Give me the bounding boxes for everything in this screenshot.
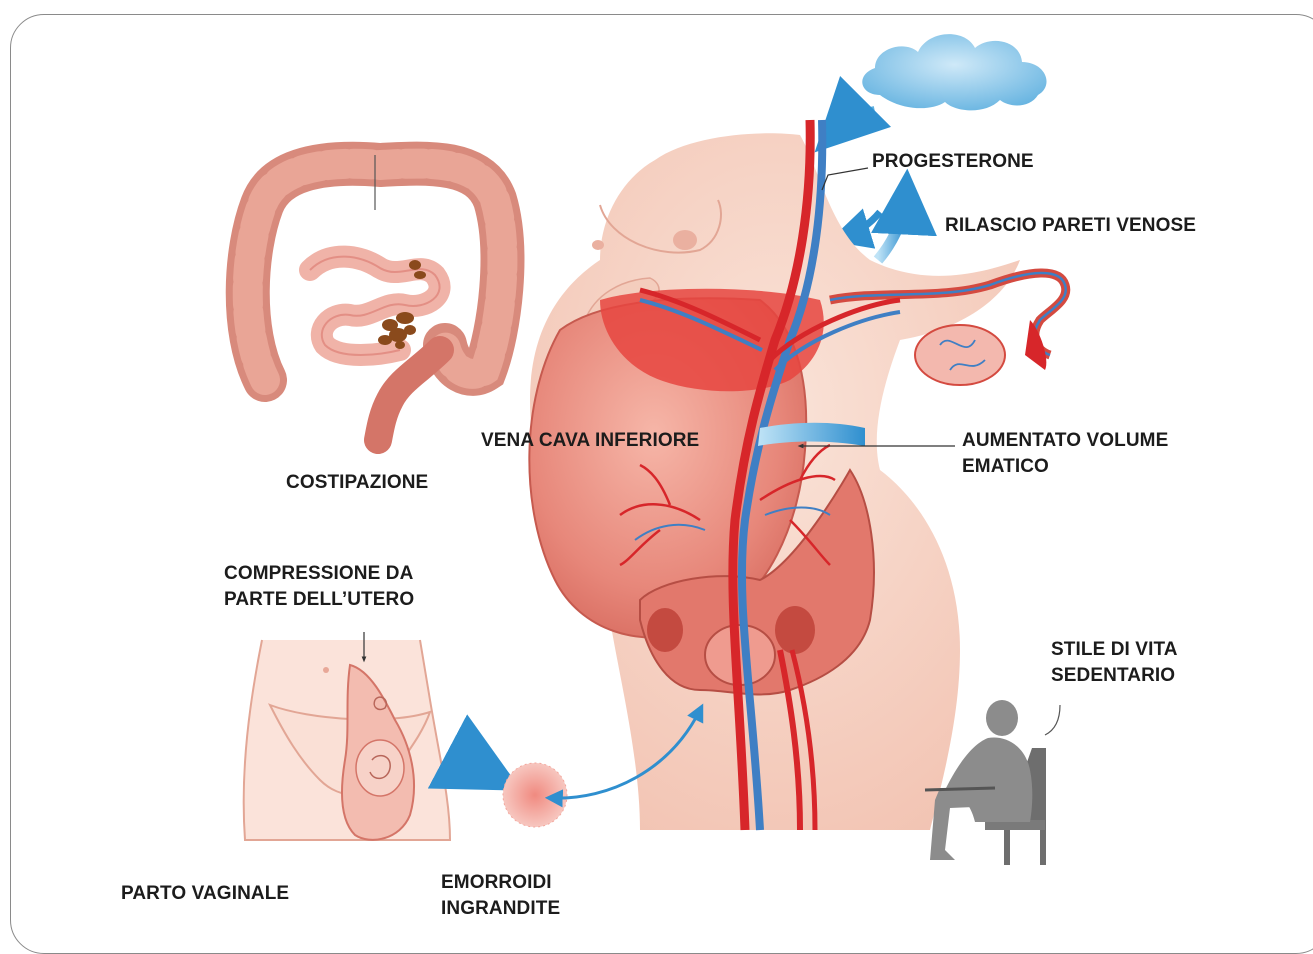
hormone-arrow-icon <box>835 112 875 132</box>
label-hemorrhoids: EMORROIDI INGRANDITE <box>441 870 560 922</box>
compression-arrow-icon <box>458 757 492 775</box>
pelvis-uterus-illustration <box>244 632 450 840</box>
label-uterus-compression: COMPRESSIONE DA PARTE DELL’UTERO <box>224 561 414 613</box>
vein-relax-arrow-up-icon <box>878 195 906 260</box>
hemorrhoid-icon <box>503 763 567 827</box>
label-hemorrhoids-line2: INGRANDITE <box>441 896 560 922</box>
label-vein-relaxation: RILASCIO PARETI VENOSE <box>945 213 1196 239</box>
label-progesterone: PROGESTERONE <box>872 149 1034 175</box>
label-uterus-compression-line1: COMPRESSIONE DA <box>224 561 414 587</box>
progesterone-pointer <box>822 168 868 190</box>
label-sedentary-line2: SEDENTARIO <box>1051 663 1178 689</box>
label-vena-cava: VENA CAVA INFERIORE <box>481 428 699 454</box>
vein-relax-arrow-down-icon <box>845 212 880 236</box>
cloud-icon <box>862 34 1046 110</box>
label-vaginal-birth: PARTO VAGINALE <box>121 881 289 907</box>
label-sedentary: STILE DI VITA SEDENTARIO <box>1051 637 1178 689</box>
label-blood-volume-line2: EMATICO <box>962 454 1168 480</box>
label-constipation: COSTIPAZIONE <box>286 470 428 496</box>
label-uterus-compression-line2: PARTE DELL’UTERO <box>224 587 414 613</box>
label-blood-volume-line1: AUMENTATO VOLUME <box>962 428 1168 454</box>
intestine-illustration <box>248 155 503 440</box>
label-sedentary-line1: STILE DI VITA <box>1051 637 1178 663</box>
label-blood-volume: AUMENTATO VOLUME EMATICO <box>962 428 1168 480</box>
label-hemorrhoids-line1: EMORROIDI <box>441 870 560 896</box>
